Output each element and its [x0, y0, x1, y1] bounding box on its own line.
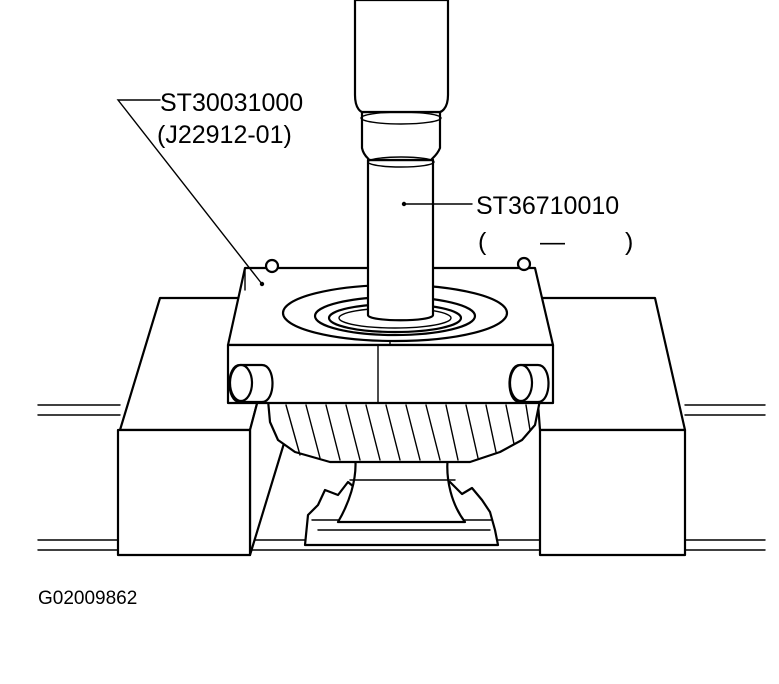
press-drift	[360, 110, 442, 322]
tool-a-part-number: ST30031000	[160, 89, 303, 117]
press-ram	[353, 0, 450, 114]
right-support-block	[528, 296, 687, 557]
tool-b-part-number: ST36710010	[476, 192, 619, 220]
gear-shaft	[336, 453, 467, 524]
figure-code: G02009862	[38, 588, 137, 609]
tool-b-alt-open: (	[478, 228, 487, 256]
tool-b-alt-dash: —	[540, 228, 565, 256]
tool-b-alt-close: )	[625, 228, 633, 256]
upper-helical-gear	[266, 398, 542, 464]
plate-bolts	[228, 363, 550, 404]
leader-lines	[116, 99, 473, 287]
tool-a-alt-number: (J22912-01)	[157, 121, 292, 149]
